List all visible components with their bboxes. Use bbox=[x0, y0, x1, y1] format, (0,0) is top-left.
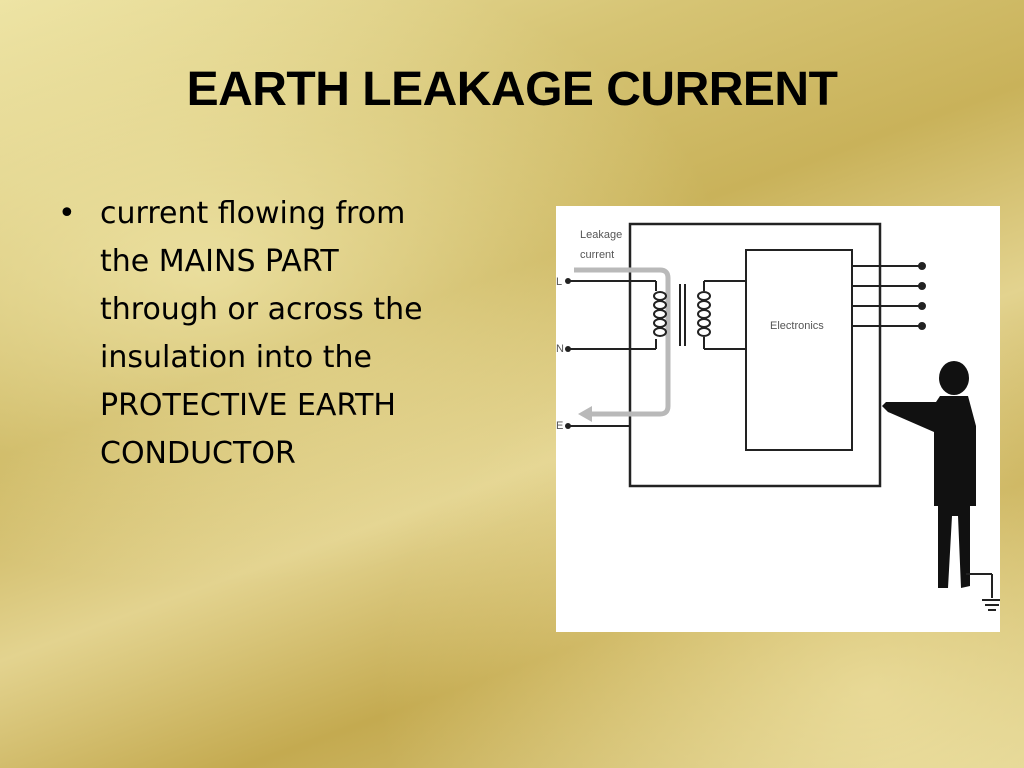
bullet-icon: • bbox=[58, 196, 76, 231]
transformer-primary-coil bbox=[653, 291, 667, 337]
leakage-arrow-head bbox=[578, 406, 592, 422]
terminal-n-label: N bbox=[556, 343, 564, 355]
electronics-box bbox=[745, 249, 853, 451]
leakage-label-line1: Leakage bbox=[580, 229, 622, 241]
output-lines bbox=[852, 262, 926, 330]
person-silhouette-icon bbox=[882, 361, 976, 588]
bullet-item: • current flowing from the MAINS PART th… bbox=[58, 190, 458, 478]
terminal-l-label: L bbox=[556, 276, 562, 288]
slide-title: EARTH LEAKAGE CURRENT bbox=[186, 63, 838, 116]
leakage-current-arrow bbox=[574, 267, 671, 417]
terminal-e-label: E bbox=[556, 420, 563, 432]
electronics-label: Electronics bbox=[770, 320, 824, 332]
bullet-text: current flowing from the MAINS PART thro… bbox=[100, 196, 423, 471]
equipment-enclosure bbox=[628, 222, 882, 488]
ground-symbol-icon bbox=[966, 573, 1000, 611]
leakage-label-line2: current bbox=[580, 249, 614, 261]
bullet-list: • current flowing from the MAINS PART th… bbox=[58, 190, 458, 478]
leakage-circuit-diagram: Electronics Leakage current L N E bbox=[556, 206, 1000, 632]
transformer-secondary-coil bbox=[697, 291, 711, 337]
